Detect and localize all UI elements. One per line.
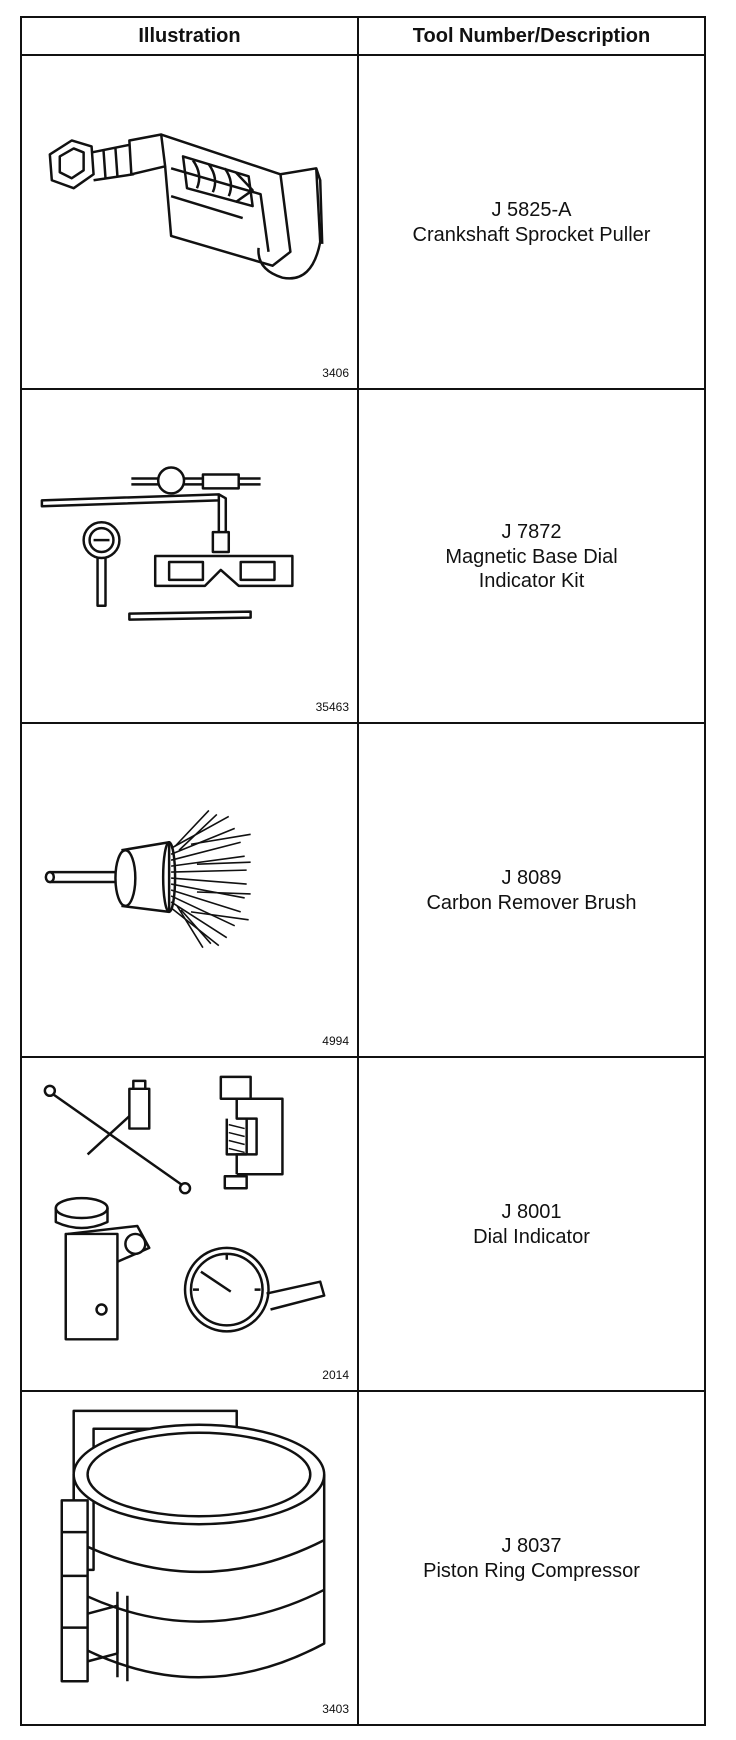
ring-compressor-illustration [60, 1409, 326, 1683]
description-cell: J 7872 Magnetic Base Dial Indicator Kit [357, 388, 706, 724]
sprocket-puller-illustration [48, 133, 324, 280]
illustration-cell: 2014 [20, 1056, 359, 1392]
figure-number: 3406 [322, 366, 349, 380]
carbon-brush-illustration [44, 809, 251, 949]
table-header-row: Illustration Tool Number/Description [20, 16, 706, 56]
header-illustration: Illustration [20, 16, 359, 56]
illustration-cell: 3403 [20, 1390, 359, 1726]
figure-number: 2014 [322, 1368, 349, 1382]
tool-description: Magnetic Base Dial Indicator Kit [445, 546, 618, 592]
special-tools-table: Illustration Tool Number/Description [20, 16, 706, 1726]
tool-number: J 7872 [501, 521, 562, 543]
table-row: 35463 J 7872 Magnetic Base Dial Indicato… [20, 388, 706, 724]
table-row: 3403 J 8037 Piston Ring Compressor [20, 1390, 706, 1726]
description-cell: J 8037 Piston Ring Compressor [357, 1390, 706, 1726]
illustration-cell: 3406 [20, 54, 359, 390]
tool-description: Carbon Remover Brush [426, 892, 637, 914]
table-row: 2014 J 8001 Dial Indicator [20, 1056, 706, 1392]
tool-number: J 8037 [501, 1535, 562, 1557]
tool-description: Dial Indicator [473, 1226, 590, 1248]
dial-indicator-illustration [43, 1075, 326, 1341]
table-row: 3406 J 5825-A Crankshaft Sprocket Puller [20, 54, 706, 390]
tool-table-page: Illustration Tool Number/Description [20, 16, 706, 1726]
description-cell: J 5825-A Crankshaft Sprocket Puller [357, 54, 706, 390]
illustration-cell: 35463 [20, 388, 359, 724]
tool-number: J 8001 [501, 1201, 562, 1223]
figure-number: 4994 [322, 1034, 349, 1048]
tool-description: Crankshaft Sprocket Puller [412, 224, 651, 246]
header-tool-number-description: Tool Number/Description [357, 16, 706, 56]
tool-description: Piston Ring Compressor [423, 1560, 640, 1582]
description-cell: J 8001 Dial Indicator [357, 1056, 706, 1392]
description-cell: J 8089 Carbon Remover Brush [357, 722, 706, 1058]
tool-number: J 5825-A [491, 199, 572, 221]
figure-number: 35463 [315, 700, 349, 714]
tool-number: J 8089 [501, 867, 562, 889]
figure-number: 3403 [322, 1702, 349, 1716]
illustration-cell: 4994 [20, 722, 359, 1058]
table-row: 4994 J 8089 Carbon Remover Brush [20, 722, 706, 1058]
dial-indicator-kit-illustration [40, 466, 294, 621]
